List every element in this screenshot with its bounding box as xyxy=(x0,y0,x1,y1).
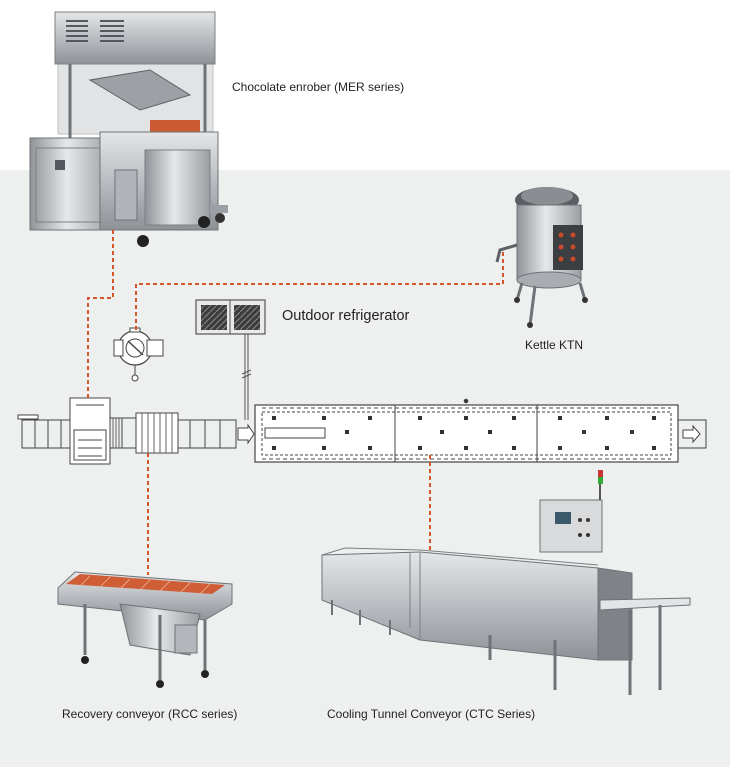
enrober-label: Chocolate enrober (MER series) xyxy=(232,80,405,94)
recovery-conveyor-label: Recovery conveyor (RCC series) xyxy=(62,707,238,721)
kettle-machine xyxy=(495,187,588,328)
cooling-tunnel-machine xyxy=(321,470,691,695)
background-panel xyxy=(0,170,730,767)
kettle-label: Kettle KTN xyxy=(525,338,584,352)
line-plan-view xyxy=(17,397,707,465)
outdoor-refrigerator-unit xyxy=(195,299,266,420)
tempering-unit-symbol xyxy=(113,327,164,382)
cooling-tunnel-label: Cooling Tunnel Conveyor (CTC Series) xyxy=(327,707,536,721)
chocolate-enrober-machine xyxy=(29,11,228,247)
connector-lines xyxy=(87,230,504,575)
refrigerator-label: Outdoor refrigerator xyxy=(282,308,410,324)
recovery-conveyor-machine xyxy=(57,571,233,688)
